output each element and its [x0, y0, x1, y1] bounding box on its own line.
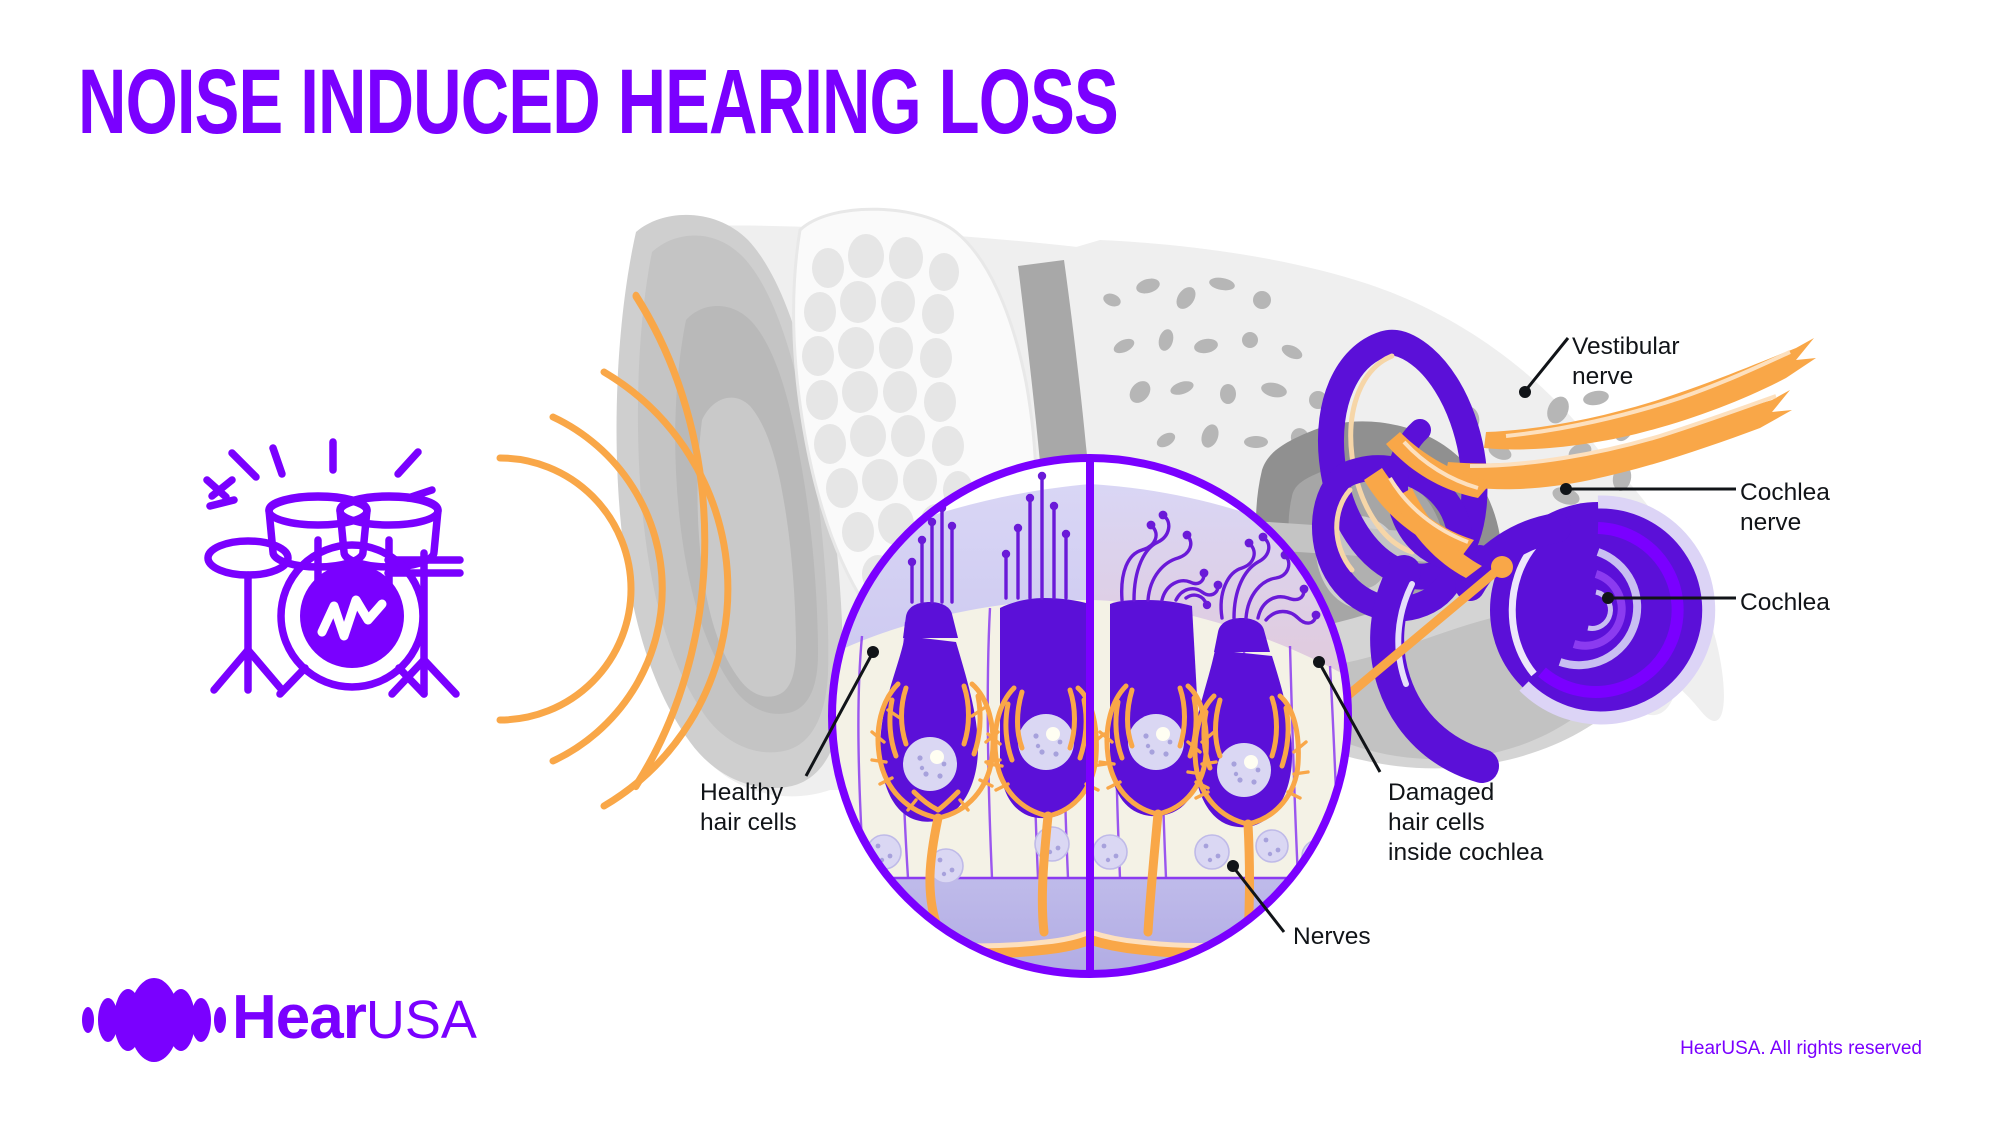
hair-cell-damaged-4: [1193, 532, 1321, 828]
page-title: NOISE INDUCED HEARING LOSS: [78, 49, 1119, 153]
label-cochlea-nerve: Cochlea nerve: [1740, 479, 1830, 536]
sound-waves-group: [496, 291, 732, 810]
leader-dot-cochlea-nerve: [1560, 483, 1572, 495]
stereocilia-healthy-1: [910, 508, 954, 604]
epithelium: [832, 600, 1348, 900]
leader-dot-nerves: [1227, 860, 1239, 872]
drum-kit-icon: [203, 438, 464, 698]
cochlea: [1490, 495, 1716, 725]
soundwave-icon: [82, 978, 226, 1062]
leader-lines: [804, 337, 1736, 933]
hair-cell-healthy-2: [1000, 471, 1090, 819]
sound-wave-arc-4: [632, 291, 709, 791]
supporting-cell-nuclei: [866, 826, 1335, 884]
magnifier-connector: [1335, 556, 1513, 707]
label-healthy-hair-cells: Healthy hair cells: [700, 779, 797, 836]
supporting-cell-boundaries: [857, 601, 1342, 879]
hair-cell-damaged-3: [1110, 510, 1223, 817]
ear-anatomy-group: [616, 207, 1724, 798]
sound-wave-arc-1: [496, 454, 635, 724]
leader-dot-damaged: [1313, 656, 1325, 668]
concha: [697, 397, 796, 697]
leader-dot-cochlea: [1602, 592, 1614, 604]
label-cochlea: Cochlea: [1740, 589, 1830, 616]
bone-speckle: [1103, 277, 1634, 636]
basilar-membrane: [832, 878, 1348, 974]
label-vestibular-nerve: Vestibular nerve: [1572, 333, 1680, 390]
hearusa-logo-mark: [82, 978, 226, 1062]
middle-ear-cavity: [1256, 421, 1503, 683]
copyright-text: HearUSA. All rights reserved: [1680, 1038, 1922, 1059]
leader-nerves: [1232, 867, 1286, 933]
magnifier-rim: [828, 454, 1352, 978]
leader-dot-healthy: [867, 646, 879, 658]
inner-skull-shade: [1198, 561, 1655, 769]
leader-dot-vestibular: [1519, 386, 1531, 398]
mastoid-cells: [792, 207, 1038, 660]
mastoid-cell-texture: [802, 234, 973, 630]
leader-damaged: [1318, 663, 1382, 773]
ossicle-shadow: [1288, 465, 1446, 636]
lateral-canal-highlight: [1334, 487, 1355, 573]
leader-healthy: [804, 653, 874, 777]
inner-ear-group: [1312, 329, 1816, 783]
sound-wave-arc-3: [600, 368, 732, 810]
hearusa-wordmark: HearUSA: [232, 978, 477, 1060]
cochlea-base: [1455, 513, 1571, 601]
ear-canal: [1018, 260, 1108, 588]
pinna-inner: [675, 306, 818, 714]
logo-usa-text: USA: [365, 990, 477, 1050]
pinna-outer: [616, 214, 843, 789]
superior-canal-highlight: [1348, 353, 1415, 555]
posterior-canal: [1386, 419, 1491, 571]
stereocilia-healthy-2: [1004, 476, 1068, 600]
canal-floor: [1048, 508, 1470, 566]
logo-hear-text: Hear: [232, 983, 367, 1052]
sound-wave-arc-2: [549, 413, 666, 765]
stereocilia-damaged-3: [1120, 514, 1220, 606]
superior-canal: [1318, 329, 1488, 590]
vestibule-highlight: [1395, 581, 1415, 687]
stapes: [1336, 538, 1386, 589]
pinna-mid: [637, 235, 829, 753]
vestibule: [1370, 555, 1499, 783]
temporal-bone: [622, 225, 1724, 798]
stereocilia-damaged-4: [1219, 536, 1318, 625]
lateral-canal: [1312, 455, 1473, 622]
label-nerves: Nerves: [1293, 923, 1371, 950]
petrous-bone: [1066, 240, 1680, 716]
ossicle-body: [1315, 515, 1405, 610]
hair-cell-healthy-1: [880, 503, 978, 822]
hair-cell-magnifier: [828, 454, 1352, 978]
label-damaged-hair-cells: Damaged hair cells inside cochlea: [1388, 779, 1544, 866]
inner-skull-shade2: [1250, 609, 1617, 760]
leader-vestibular-nerve: [1524, 337, 1570, 391]
nerve-fibers: [832, 681, 1348, 959]
